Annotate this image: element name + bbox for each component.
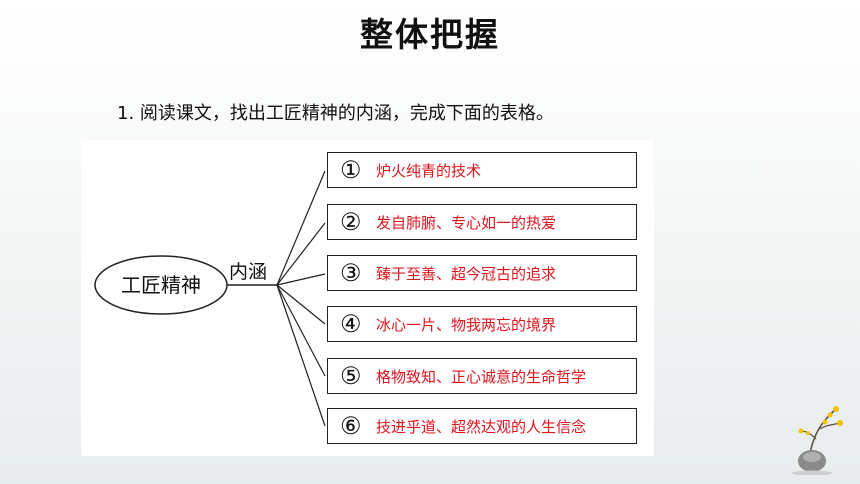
item-box-4: ④ 冰心一片、物我两忘的境界 <box>327 306 637 342</box>
connector-1 <box>276 170 326 286</box>
mind-map-diagram: 工匠精神 内涵 ① 炉火纯青的技术 ② 发自肺腑、专心如一的热爱 ③ 臻于至善、… <box>81 140 654 456</box>
item-answer-text: 炉火纯青的技术 <box>376 161 482 180</box>
item-number: ② <box>340 208 362 236</box>
item-number: ④ <box>340 310 362 338</box>
item-number: ③ <box>340 259 362 287</box>
connector-4 <box>276 284 326 325</box>
plum-blossom-vase-icon <box>780 395 850 476</box>
root-node-label: 工匠精神 <box>121 273 201 297</box>
connector-5 <box>276 284 326 377</box>
item-number: ① <box>340 156 362 184</box>
item-answer-text: 发自肺腑、专心如一的热爱 <box>376 213 557 232</box>
item-number: ⑤ <box>340 362 362 390</box>
item-answer-text: 技进乎道、超然达观的人生信念 <box>376 417 587 436</box>
item-box-2: ② 发自肺腑、专心如一的热爱 <box>327 204 637 240</box>
page-title: 整体把握 <box>360 15 500 54</box>
connector-3 <box>276 273 326 286</box>
connector-lines <box>94 170 326 427</box>
branch-label: 内涵 <box>229 261 268 283</box>
item-answer-text: 臻于至善、超今冠古的追求 <box>376 264 557 283</box>
item-box-5: ⑤ 格物致知、正心诚意的生命哲学 <box>327 358 637 394</box>
connector-6 <box>276 284 326 427</box>
item-box-3: ③ 臻于至善、超今冠古的追求 <box>327 255 637 291</box>
item-answer-text: 格物致知、正心诚意的生命哲学 <box>376 367 587 386</box>
connector-2 <box>276 222 326 286</box>
item-answer-text: 冰心一片、物我两忘的境界 <box>376 315 557 334</box>
item-box-1: ① 炉火纯青的技术 <box>327 152 637 188</box>
item-box-6: ⑥ 技进乎道、超然达观的人生信念 <box>327 408 637 444</box>
instruction-text: 1. 阅读课文，找出工匠精神的内涵，完成下面的表格。 <box>117 103 554 124</box>
item-number: ⑥ <box>340 412 362 440</box>
